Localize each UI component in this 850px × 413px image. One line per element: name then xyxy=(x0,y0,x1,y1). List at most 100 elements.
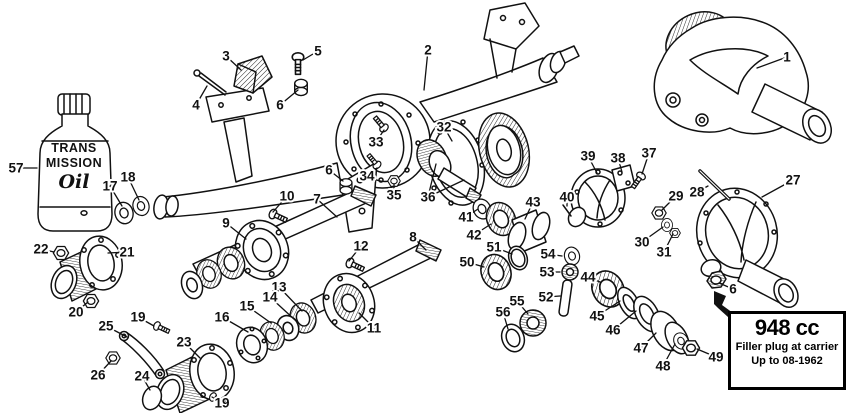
part-gasket-plate xyxy=(235,326,269,364)
callout-leader-line xyxy=(427,179,465,198)
callout-number: 4 xyxy=(192,98,200,113)
part-lever-strap xyxy=(118,330,166,380)
callout-number: 19 xyxy=(214,396,229,411)
callout-leader-line xyxy=(547,253,563,257)
info-box-title: 948 cc xyxy=(754,315,820,340)
callout-leader-line xyxy=(279,89,299,106)
callout-number: 46 xyxy=(605,323,621,338)
callout-number: 19 xyxy=(130,310,145,325)
callout-number: 32 xyxy=(436,120,451,135)
callout-leader-line xyxy=(316,198,338,218)
info-box-arrow xyxy=(714,291,733,317)
callout-leader-line xyxy=(443,126,453,142)
callout-number: 27 xyxy=(785,173,800,188)
callout-leader-line xyxy=(183,341,201,359)
callout-leader-line xyxy=(97,360,112,376)
callout-number: 43 xyxy=(525,195,541,210)
part-hub-lower xyxy=(155,343,235,413)
callout-leader-line xyxy=(225,222,247,240)
callout-number: 10 xyxy=(279,189,294,204)
callout-number: 26 xyxy=(90,368,106,383)
callout-number: 56 xyxy=(495,305,511,320)
callout-leader-line xyxy=(423,49,429,91)
callout-number: 8 xyxy=(409,230,417,245)
callout-number: 39 xyxy=(580,149,595,164)
callout-leader-line xyxy=(75,301,89,313)
callout-leader-line xyxy=(696,185,709,193)
callout-leader-line xyxy=(427,163,437,198)
callout-leader-line xyxy=(109,185,123,207)
callout-number: 12 xyxy=(353,239,368,254)
callout-number: 34 xyxy=(359,169,375,184)
callout-number: 13 xyxy=(271,280,287,295)
part-diff-carrier-large xyxy=(695,187,799,308)
callout-leader-line xyxy=(545,295,561,298)
oil-bottle-label: TRANS MISSION Oil xyxy=(42,141,106,193)
callout-number: 5 xyxy=(314,44,322,59)
part-planet-gear xyxy=(519,309,547,337)
part-dowel-pin xyxy=(562,204,572,217)
callout-leader-line xyxy=(328,169,344,182)
callout-leader-line xyxy=(412,236,427,251)
callout-number: 48 xyxy=(655,359,671,374)
callout-number: 17 xyxy=(102,179,117,194)
callout-number: 15 xyxy=(239,299,255,314)
part-plug xyxy=(339,178,353,195)
part-bolt xyxy=(291,52,305,76)
callout-number: 1 xyxy=(783,50,791,65)
callout-leader-line xyxy=(137,316,155,327)
callout-leader-line xyxy=(663,233,674,253)
callout-number: 41 xyxy=(458,210,474,225)
callout-leader-line xyxy=(641,226,664,243)
callout-leader-line xyxy=(718,282,734,290)
part-oil-bottle xyxy=(37,93,113,232)
oil-bottle-text-line1: TRANS xyxy=(51,141,97,155)
callout-leader-line xyxy=(348,245,362,262)
callout-leader-line xyxy=(466,261,485,268)
callout-number: 2 xyxy=(424,43,432,58)
callout-number: 20 xyxy=(68,305,83,320)
part-washer xyxy=(661,217,673,233)
callout-leader-line xyxy=(516,300,529,315)
part-bearing-housing-lower xyxy=(322,272,376,334)
part-bolt xyxy=(266,207,290,226)
part-nut xyxy=(52,245,70,261)
callout-number: 22 xyxy=(33,242,48,257)
callout-number: 3 xyxy=(222,49,230,64)
callout-number: 35 xyxy=(386,188,402,203)
part-bearing-housing-upper xyxy=(234,219,290,281)
callout-number: 6 xyxy=(276,98,284,113)
callout-number: 50 xyxy=(459,255,474,270)
callout-number: 21 xyxy=(119,245,135,260)
callout-leader-line xyxy=(612,310,637,331)
part-pinion-gear-small xyxy=(561,263,579,281)
callout-leader-line xyxy=(696,348,717,358)
info-box-subtitle: Filler plug at carrier xyxy=(735,341,839,353)
callout-leader-line xyxy=(40,248,55,253)
part-pinion-pin xyxy=(558,279,573,317)
callout-number: 45 xyxy=(589,309,605,324)
part-split-pin xyxy=(193,69,227,96)
part-dust-cap xyxy=(141,385,163,411)
callout-number: 47 xyxy=(633,341,648,356)
callout-leader-line xyxy=(358,312,375,329)
callout-number: 24 xyxy=(134,369,150,384)
callout-number: 7 xyxy=(313,192,321,207)
part-thrust-washer xyxy=(561,244,583,268)
callout-number: 44 xyxy=(580,270,596,285)
info-box-period: Up to 08-1962 xyxy=(751,355,823,367)
callout-leader-line xyxy=(617,157,623,173)
callout-number: 6 xyxy=(729,282,737,297)
part-washer xyxy=(111,199,137,227)
callout-number: 37 xyxy=(641,146,656,161)
callout-leader-line xyxy=(662,343,676,367)
callout-leader-line xyxy=(302,50,319,61)
callout-number: 14 xyxy=(262,290,278,305)
oil-bottle-text-line2: MISSION xyxy=(45,156,103,170)
callout-leader-line xyxy=(105,325,128,338)
part-breather-rod xyxy=(698,169,731,201)
callout-leader-line xyxy=(493,246,513,255)
part-shim-ring xyxy=(507,245,529,271)
callout-number: 51 xyxy=(486,240,502,255)
